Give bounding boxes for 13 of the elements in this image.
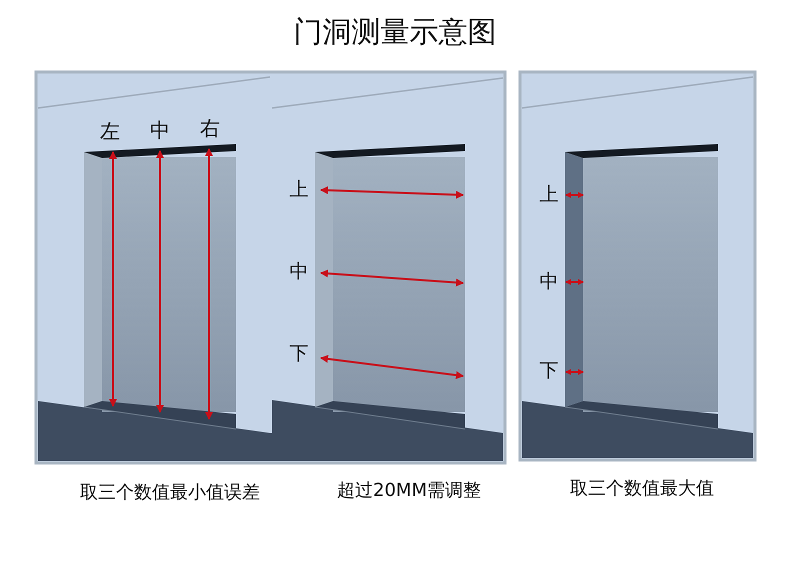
measure-label: 中	[150, 120, 170, 140]
title: 门洞测量示意图	[294, 18, 496, 46]
measure-label: 下	[540, 362, 558, 380]
panel-caption: 超过20MM需调整	[337, 482, 481, 500]
measure-label: 中	[540, 272, 558, 292]
measure-label: 上	[290, 180, 308, 200]
panel-caption: 取三个数值最大值	[570, 480, 714, 498]
panel-caption: 取三个数值最小值误差	[80, 484, 260, 502]
measure-label: 上	[540, 186, 558, 204]
measure-label: 中	[290, 262, 308, 282]
measure-label: 左	[100, 121, 120, 141]
measure-label: 下	[290, 344, 308, 364]
measure-label: 右	[200, 118, 220, 138]
